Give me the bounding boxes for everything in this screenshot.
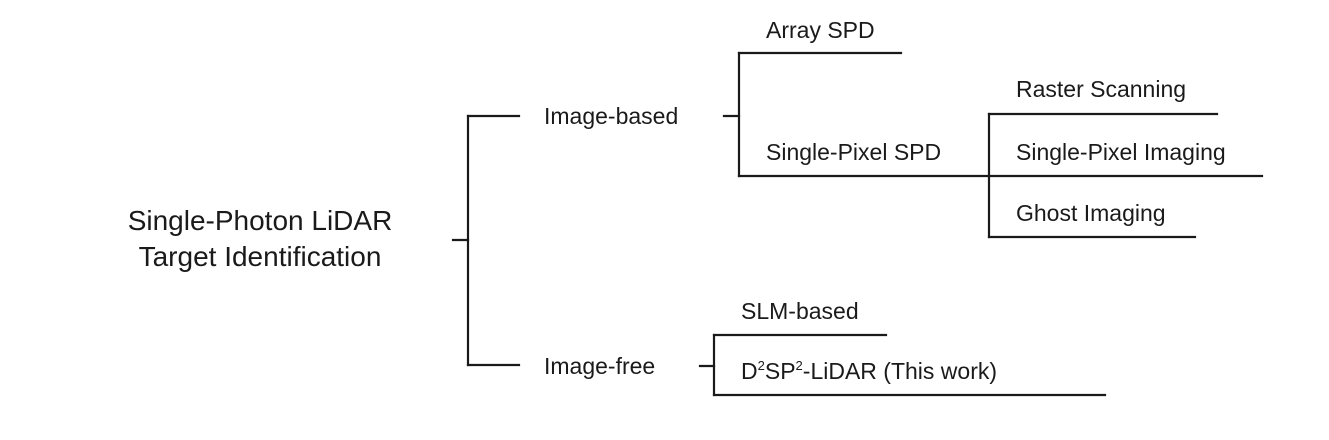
node-slm-based: SLM-based bbox=[741, 298, 859, 324]
node-image-free: Image-free bbox=[544, 353, 656, 379]
node-ghost-imaging: Ghost Imaging bbox=[1016, 200, 1166, 226]
this-work-sup-2: 2 bbox=[795, 358, 803, 373]
root-line-2: Target Identification bbox=[138, 241, 382, 272]
root-node-label: Single-Photon LiDAR Target Identificatio… bbox=[90, 203, 430, 275]
node-array-spd: Array SPD bbox=[766, 17, 875, 43]
this-work-suffix: -LiDAR (This work) bbox=[802, 358, 998, 384]
this-work-sup-1: 2 bbox=[757, 358, 765, 373]
this-work-middle: SP bbox=[764, 358, 796, 384]
node-image-based: Image-based bbox=[544, 103, 679, 129]
node-this-work: D2SP2-LiDAR (This work) bbox=[741, 357, 997, 385]
this-work-prefix: D bbox=[741, 358, 758, 384]
node-raster-scanning: Raster Scanning bbox=[1016, 76, 1187, 102]
node-single-pixel-imaging: Single-Pixel Imaging bbox=[1016, 139, 1226, 165]
root-line-1: Single-Photon LiDAR bbox=[127, 205, 393, 236]
node-single-pixel-spd: Single-Pixel SPD bbox=[766, 139, 942, 165]
